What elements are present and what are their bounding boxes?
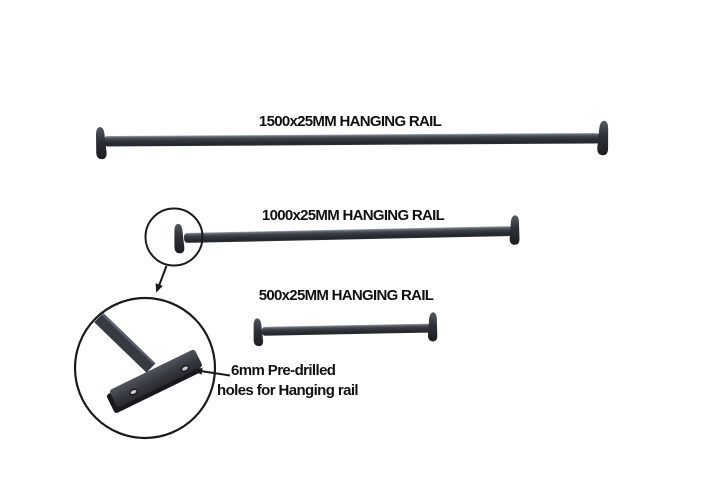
detail-tube <box>89 308 156 373</box>
rail-1500-label: 1500x25MM HANGING RAIL <box>258 113 442 130</box>
magnified-detail-view <box>73 296 217 440</box>
rail-1000-label: 1000x25MM HANGING RAIL <box>261 207 445 224</box>
rail-1500-endplate-left <box>94 126 107 160</box>
drilled-hole-left <box>129 388 138 396</box>
rail-1000-endplate-right <box>509 215 520 245</box>
rail-1500-endplate-right <box>596 120 610 156</box>
rail-1000-tube <box>184 226 512 243</box>
callout-arrow-icon <box>192 367 231 377</box>
detail-tube-highlight <box>97 309 155 365</box>
rail-500-endplate-right <box>427 312 438 342</box>
rail-1500-tube <box>103 132 601 147</box>
pre-drilled-holes-callout: 6mm Pre-drilled holes for Hanging rail <box>217 361 359 401</box>
magnifier-arrow-icon <box>155 265 168 293</box>
magnified-circle-outline-icon <box>73 296 217 440</box>
callout-line-1: 6mm Pre-drilled <box>231 362 336 379</box>
rail-1000-image <box>173 215 520 254</box>
rail-500-image <box>252 312 438 347</box>
rail-500-endplate-left <box>252 318 264 347</box>
rail-500-tube <box>261 323 432 336</box>
magnifier-circle-icon <box>144 207 204 267</box>
rail-1500-image <box>94 120 610 160</box>
callout-line-2: holes for Hanging rail <box>217 382 359 399</box>
drilled-hole-right <box>180 365 190 372</box>
rail-1000-endplate-left <box>173 223 185 254</box>
rail-500-label: 500x25MM HANGING RAIL <box>258 287 434 304</box>
